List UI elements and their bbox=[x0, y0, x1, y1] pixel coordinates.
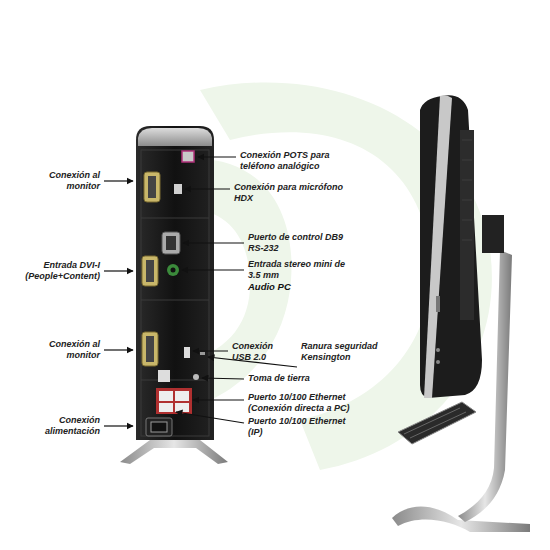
callout-label: Entrada DVI-I (People+Content) bbox=[8, 260, 100, 282]
codec-unit bbox=[120, 126, 228, 464]
callout-label: Puerto 10/100 Ethernet (Conexión directa… bbox=[248, 392, 378, 414]
callout-label: Audio PC bbox=[248, 281, 328, 292]
callout-label: Ranura seguridad Kensington bbox=[301, 341, 401, 363]
callout-label: Entrada stereo mini de 3.5 mm bbox=[248, 259, 348, 281]
callout-label: Puerto de control DB9 RS-232 bbox=[248, 232, 358, 254]
callout-label: Puerto 10/100 Ethernet (IP) bbox=[248, 416, 348, 438]
callout-label: Conexión alimentación bbox=[30, 415, 100, 437]
watermark bbox=[180, 82, 492, 470]
callout-label: Toma de tierra bbox=[248, 373, 358, 384]
callout-label: Conexión para micrófono HDX bbox=[234, 182, 359, 204]
callout-label: Conexión al monitor bbox=[40, 170, 100, 192]
callout-label: Conexión al monitor bbox=[40, 339, 100, 361]
monitor-side bbox=[392, 95, 530, 532]
callout-label: Conexión USB 2.0 bbox=[232, 341, 294, 363]
callout-label: Conexión POTS para teléfono analógico bbox=[240, 150, 365, 172]
